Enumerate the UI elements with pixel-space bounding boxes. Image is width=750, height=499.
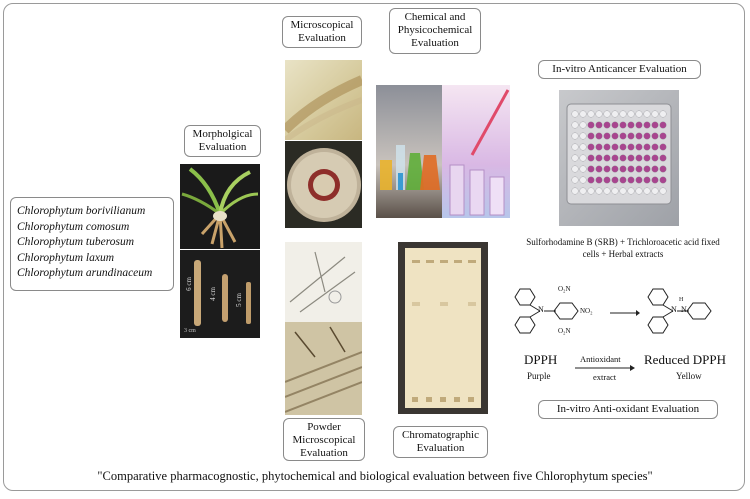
dpph-structure: N O₂N NO₂ O₂N xyxy=(508,283,608,343)
diagram-caption: "Comparative pharmacognostic, phytochemi… xyxy=(97,469,653,483)
antioxidant-arrow-label-bottom: extract xyxy=(593,372,617,382)
microplate-photo xyxy=(559,90,679,226)
scale-label: 6 cm xyxy=(184,277,193,291)
species-item: Chlorophytum laxum xyxy=(17,251,114,264)
powder-photo-1 xyxy=(285,242,362,322)
glassware-photo xyxy=(376,85,442,218)
reduced-dpph-structure: N H N xyxy=(645,283,745,343)
dpph-label: DPPH xyxy=(524,352,558,367)
nitro-group: O₂N xyxy=(558,285,571,293)
antioxidant-evaluation-label: In-vitro Anti-oxidant Evaluation xyxy=(538,400,718,419)
arrow-icon xyxy=(610,308,640,318)
nitro-group: O₂N xyxy=(558,327,571,335)
h-atom: H xyxy=(679,297,684,303)
anticancer-evaluation-label: In-vitro Anticancer Evaluation xyxy=(538,60,701,79)
species-item: Chlorophytum arundinaceum xyxy=(17,267,153,279)
scale-label: 3 cm xyxy=(184,328,196,334)
reduced-dpph-color-label: Yellow xyxy=(676,371,702,381)
pipette-photo xyxy=(442,85,510,218)
root-tubers-photo: 6 cm 4 cm 5 cm 3 cm xyxy=(180,250,260,338)
dpph-color-label: Purple xyxy=(527,371,551,381)
n-atom: N xyxy=(671,305,677,314)
species-item: Chlorophytum tuberosum xyxy=(17,236,135,248)
tlc-plate-photo xyxy=(398,242,488,414)
species-list-box: Chlorophytum borivilianum Chlorophytum c… xyxy=(10,197,174,291)
plant-photo xyxy=(180,164,260,249)
diagram-frame xyxy=(3,3,745,491)
reaction-arrow-icon xyxy=(575,364,635,372)
scale-label: 4 cm xyxy=(208,287,217,301)
srb-caption: Sulforhodamine B (SRB) + Trichloroacetic… xyxy=(526,237,720,259)
root-cross-section-photo xyxy=(285,141,362,228)
leaf-section-photo xyxy=(285,60,362,140)
antioxidant-arrow-label-top: Antioxidant xyxy=(580,354,621,364)
species-item: Chlorophytum comosum xyxy=(17,220,130,233)
reduced-dpph-label: Reduced DPPH xyxy=(644,352,726,367)
nitro-group: NO₂ xyxy=(580,307,593,315)
powder-photo-2 xyxy=(285,322,362,415)
scale-label: 5 cm xyxy=(234,293,243,307)
n-atom: N xyxy=(538,305,544,314)
n-atom: N xyxy=(681,305,687,314)
species-item: Chlorophytum borivilianum xyxy=(17,205,146,217)
